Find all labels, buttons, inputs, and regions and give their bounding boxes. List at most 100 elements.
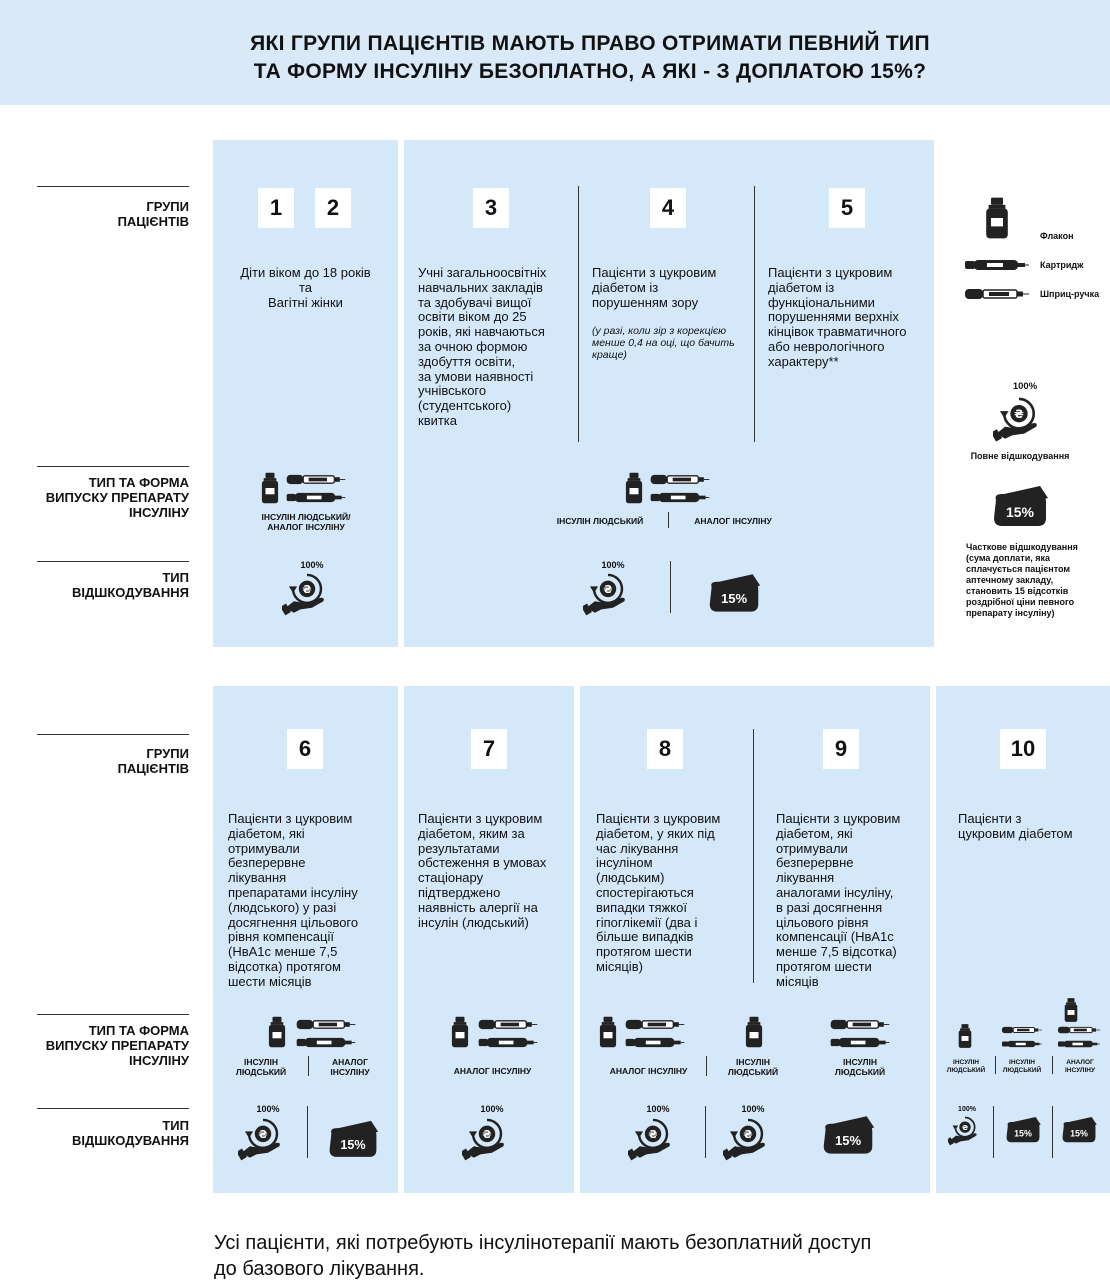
full-reimbursement-icon <box>462 1115 512 1161</box>
vial-icon <box>745 1016 763 1048</box>
partial-reimbursement-icon <box>1060 1114 1098 1144</box>
cartridge-icon <box>965 259 1029 271</box>
full-reimbursement-icon <box>723 1115 773 1161</box>
row-label-reimbursement: ТИП ВІДШКОДУВАННЯ <box>72 570 189 600</box>
full-reimbursement-icon <box>583 570 633 616</box>
pen-icon <box>830 1019 890 1030</box>
full-reimbursement-pct: 100% <box>300 560 324 570</box>
divider-8-9 <box>753 729 754 983</box>
vial-icon <box>625 472 643 504</box>
group-number-5: 5 <box>829 188 865 228</box>
row-label-type-form: ТИП ТА ФОРМА ВИПУСКУ ПРЕПАРАТУ ІНСУЛІНУ <box>45 475 189 520</box>
rule-type-top <box>37 466 189 467</box>
title-line-1: ЯКІ ГРУПИ ПАЦІЄНТІВ МАЮТЬ ПРАВО ОТРИМАТИ… <box>250 32 930 55</box>
insulin-caption-human: ІНСУЛІН ЛЮДСЬКИЙ <box>1002 1059 1042 1074</box>
pen-icon <box>296 1019 356 1030</box>
row-label-groups: ГРУПИ ПАЦІЄНТІВ <box>117 199 189 229</box>
cartridge-icon <box>296 1037 356 1048</box>
description-group-4: Пацієнти з цукровим діабетом із порушенн… <box>592 265 717 310</box>
divider-4-5 <box>754 186 755 442</box>
group-number-2: 2 <box>315 188 351 228</box>
header-banner <box>0 0 1110 105</box>
insulin-caption-human: ІНСУЛІН ЛЮДСЬКИЙ <box>235 1057 287 1077</box>
full-reimbursement-pct: 100% <box>741 1104 765 1114</box>
vial-icon <box>985 195 1009 241</box>
insulin-caption-analog: АНАЛОГ ІНСУЛІНУ <box>694 516 772 526</box>
description-groups-1-2: Діти віком до 18 років та Вагітні жінки <box>240 265 371 310</box>
panel-group-7 <box>404 686 574 1193</box>
partial-reimbursement-icon <box>326 1117 380 1159</box>
panel-group-10 <box>936 686 1110 1193</box>
full-reimbursement-icon <box>948 1114 982 1146</box>
full-reimbursement-pct: 100% <box>256 1104 280 1114</box>
legend-full-pct: 100% <box>1012 381 1038 392</box>
description-group-6: Пацієнти з цукровим діабетом, які отриму… <box>228 811 359 989</box>
cartridge-icon <box>830 1037 890 1048</box>
title-line-2: ТА ФОРМУ ІНСУЛІНУ БЕЗОПЛАТНО, А ЯКІ - З … <box>253 60 927 83</box>
cartridge-icon <box>650 492 710 503</box>
partial-reimbursement-icon <box>820 1112 876 1156</box>
pen-icon <box>286 474 346 485</box>
divider-insulin <box>308 1056 309 1076</box>
vial-icon <box>451 1016 469 1048</box>
legend-vial-label: Флакон <box>1040 231 1074 241</box>
divider-reimb <box>705 1106 706 1158</box>
full-reimbursement-icon <box>993 393 1045 443</box>
full-reimbursement-pct: 100% <box>646 1104 670 1114</box>
insulin-caption-human: ІНСУЛІН ЛЮДСЬКИЙ <box>834 1057 886 1077</box>
divider-3-4 <box>578 186 579 442</box>
rule-type-bottom <box>37 1014 189 1015</box>
pen-icon <box>650 474 710 485</box>
legend-partial-label: Часткове відшкодування (сума доплати, як… <box>966 542 1078 618</box>
partial-reimbursement-icon <box>706 570 762 614</box>
row-label-groups: ГРУПИ ПАЦІЄНТІВ <box>117 746 189 776</box>
full-reimbursement-icon <box>282 570 332 616</box>
rule-reimb-bottom <box>37 1108 189 1109</box>
pen-icon <box>965 288 1029 300</box>
insulin-caption-human: ІНСУЛІН ЛЮДСЬКИЙ <box>727 1057 779 1077</box>
legend-pen-label: Шприц-ручка <box>1040 289 1100 299</box>
insulin-caption-analog: АНАЛОГ ІНСУЛІНУ <box>609 1066 688 1076</box>
cartridge-icon <box>286 492 346 503</box>
full-reimbursement-pct: 100% <box>601 560 625 570</box>
insulin-caption-analog: АНАЛОГ ІНСУЛІНУ <box>330 1057 370 1077</box>
cartridge-icon <box>478 1037 538 1048</box>
description-group-8: Пацієнти з цукровим діабетом, у яких під… <box>596 811 721 974</box>
divider-reimb <box>1052 1106 1053 1158</box>
partial-reimbursement-icon <box>1004 1114 1042 1144</box>
insulin-caption-human: ІНСУЛІН ЛЮДСЬКИЙ <box>556 516 644 526</box>
description-group-10: Пацієнти з цукровим діабетом <box>958 811 1073 841</box>
note-group-4: (у разі, коли зір з корекцією менше 0,4 … <box>592 325 735 361</box>
divider-reimb <box>670 561 671 613</box>
vial-icon <box>958 1024 972 1048</box>
panel-group-6 <box>213 686 398 1193</box>
insulin-caption-human: ІНСУЛІН ЛЮДСЬКИЙ <box>946 1059 986 1074</box>
group-number-9: 9 <box>823 729 859 769</box>
pen-icon <box>1002 1026 1042 1034</box>
legend-full-label: Повне відшкодування <box>970 451 1070 461</box>
pen-icon <box>1058 1026 1100 1034</box>
divider-reimb <box>307 1106 308 1158</box>
cartridge-icon <box>1058 1040 1100 1048</box>
group-number-4: 4 <box>650 188 686 228</box>
divider-insulin <box>1052 1056 1053 1074</box>
divider-insulin <box>706 1056 707 1076</box>
full-reimbursement-pct: 100% <box>480 1104 504 1114</box>
insulin-caption-analog: АНАЛОГ ІНСУЛІНУ <box>1064 1059 1095 1074</box>
rule-groups-top <box>37 186 189 187</box>
vial-icon <box>268 1016 286 1048</box>
rule-reimb-top <box>37 561 189 562</box>
partial-reimbursement-icon <box>990 482 1050 528</box>
group-number-6: 6 <box>287 729 323 769</box>
vial-icon <box>261 472 279 504</box>
legend-cartridge-label: Картридж <box>1040 260 1084 270</box>
vial-icon <box>1064 998 1078 1022</box>
description-group-9: Пацієнти з цукровим діабетом, які отриму… <box>776 811 901 989</box>
footer-note: Усі пацієнти, які потребують інсулінотер… <box>214 1232 872 1280</box>
group-number-8: 8 <box>647 729 683 769</box>
insulin-caption-human-analog: ІНСУЛІН ЛЮДСЬКИЙ/ АНАЛОГ ІНСУЛІНУ <box>261 512 351 532</box>
full-reimbursement-pct: 100% <box>958 1106 976 1113</box>
group-number-3: 3 <box>473 188 509 228</box>
description-group-5: Пацієнти з цукровим діабетом із функціон… <box>768 265 907 369</box>
page-title: ЯКІ ГРУПИ ПАЦІЄНТІВ МАЮТЬ ПРАВО ОТРИМАТИ… <box>0 30 1110 86</box>
